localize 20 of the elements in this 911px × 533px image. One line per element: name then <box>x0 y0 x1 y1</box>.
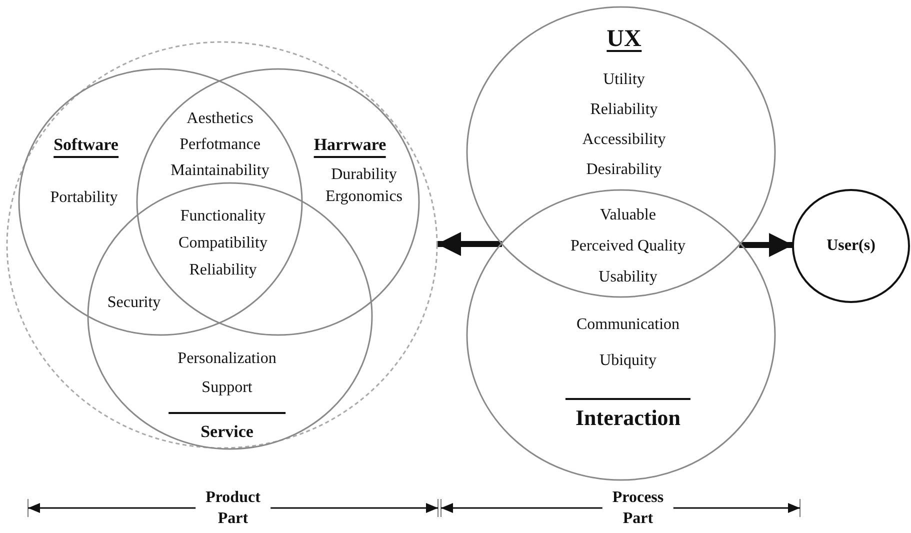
circle-heading: Service <box>168 412 286 444</box>
venn-circle <box>19 69 302 335</box>
circle-heading: Harrware <box>314 134 386 158</box>
circle-label: User(s) <box>826 236 876 256</box>
circle-text: Utility Reliability Accessibility Desirability <box>582 70 666 180</box>
circle-heading: UX <box>606 28 642 52</box>
dashed-group-circle <box>7 42 437 448</box>
circle-heading: Software <box>54 134 118 158</box>
circle-text: Communication Ubiquity <box>576 315 680 371</box>
circle-heading: Interaction <box>565 398 691 430</box>
overlap-text: Aesthetics Perfotmance Maintainability <box>170 109 270 181</box>
circle-text: Durability Ergonomics <box>325 165 403 207</box>
circle-text: Personalization Support <box>178 349 276 398</box>
circle-text: Portability <box>50 188 118 208</box>
venn-circle <box>467 190 775 480</box>
overlap-text: Security <box>107 293 161 313</box>
overlap-text: Functionality Compatibility Reliability <box>178 206 268 280</box>
user-circle <box>793 190 909 302</box>
venn-circle <box>467 7 775 297</box>
overlap-text: Valuable Perceived Quality Usability <box>570 206 686 288</box>
